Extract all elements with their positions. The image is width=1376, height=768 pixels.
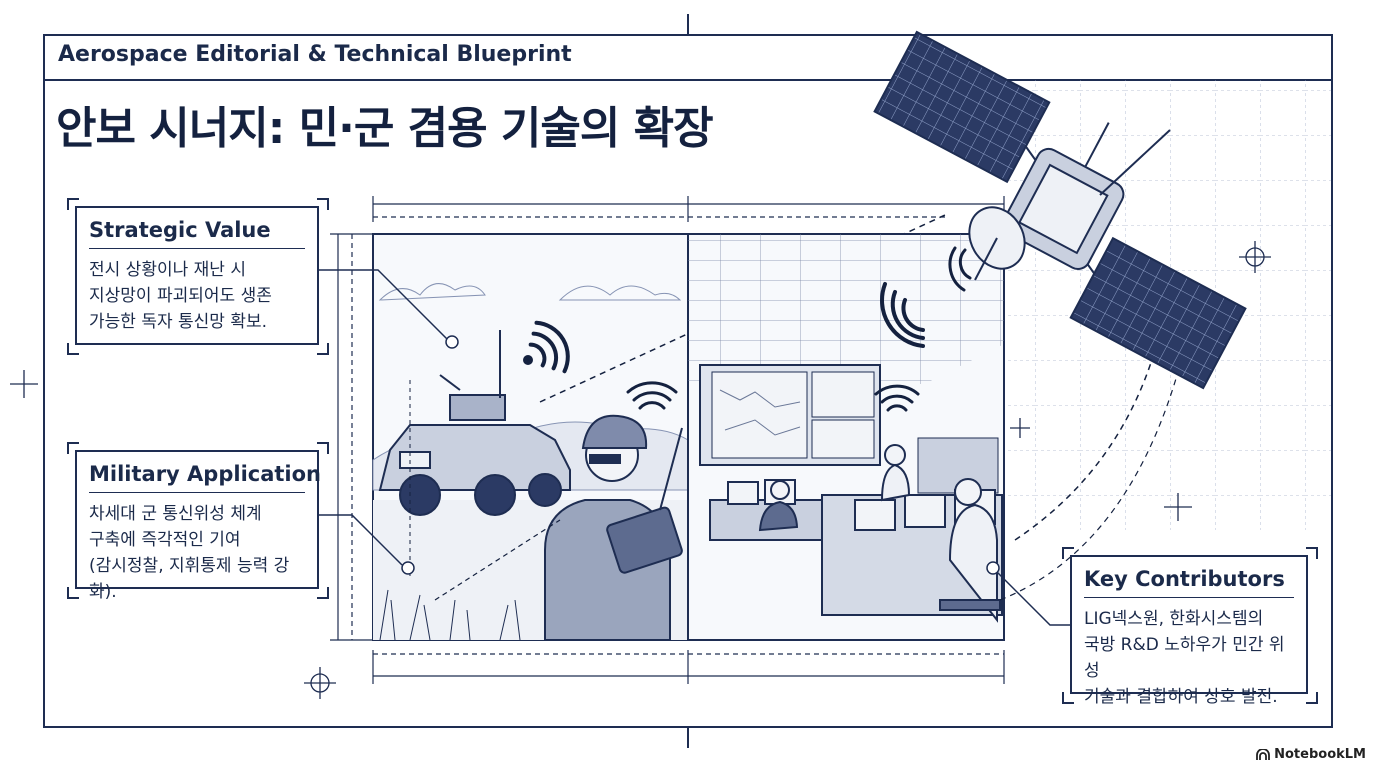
- corner-bracket: [67, 198, 79, 210]
- brand-name: NotebookLM: [1274, 747, 1366, 762]
- field-scene: [372, 214, 946, 641]
- satellite-icon: [873, 30, 1247, 390]
- corner-bracket: [1062, 692, 1074, 704]
- crosshair-icon: [10, 241, 1271, 699]
- callout-body: 전시 상황이나 재난 시 지상망이 파괴되어도 생존 가능한 독자 통신망 확보…: [89, 260, 272, 332]
- corner-bracket: [1306, 547, 1318, 559]
- corner-bracket: [67, 442, 79, 454]
- corner-bracket: [317, 343, 329, 355]
- corner-bracket: [317, 198, 329, 210]
- header-divider: [43, 79, 1333, 81]
- wireless-signal-icon: [523, 320, 570, 374]
- callout-title: Key Contributors: [1084, 567, 1294, 598]
- corner-bracket: [317, 442, 329, 454]
- callout-title: Strategic Value: [89, 218, 305, 249]
- callout-military-application: Military Application 차세대 군 통신위성 체계 구축에 즉…: [75, 450, 321, 602]
- soldier-icon: [544, 414, 683, 641]
- blueprint-frame: [43, 34, 1333, 728]
- brand-watermark: NotebookLM: [1256, 747, 1366, 762]
- control-room-scene: [687, 233, 1005, 641]
- dimension-lines: [330, 196, 1005, 684]
- callout-key-contributors: Key Contributors LIG넥스원, 한화시스템의 국방 R&D 노…: [1070, 555, 1308, 707]
- callout-strategic-value: Strategic Value 전시 상황이나 재난 시 지상망이 파괴되어도 …: [75, 206, 319, 345]
- header-label: Aerospace Editorial & Technical Blueprin…: [58, 42, 572, 67]
- callout-body: LIG넥스원, 한화시스템의 국방 R&D 노하우가 민간 위성 기술과 결합하…: [1084, 609, 1285, 707]
- notebooklm-logo-icon: [1256, 748, 1271, 760]
- armored-vehicle-icon: [378, 330, 571, 516]
- corner-bracket: [1306, 692, 1318, 704]
- callout-title: Military Application: [89, 462, 321, 493]
- corner-bracket: [1062, 547, 1074, 559]
- corner-bracket: [67, 343, 79, 355]
- corner-bracket: [67, 587, 79, 599]
- page-title: 안보 시너지: 민·군 겸용 기술의 확장: [56, 103, 714, 154]
- callout-body: 차세대 군 통신위성 체계 구축에 즉각적인 기여 (감시정찰, 지휘통제 능력…: [89, 504, 290, 602]
- corner-bracket: [317, 587, 329, 599]
